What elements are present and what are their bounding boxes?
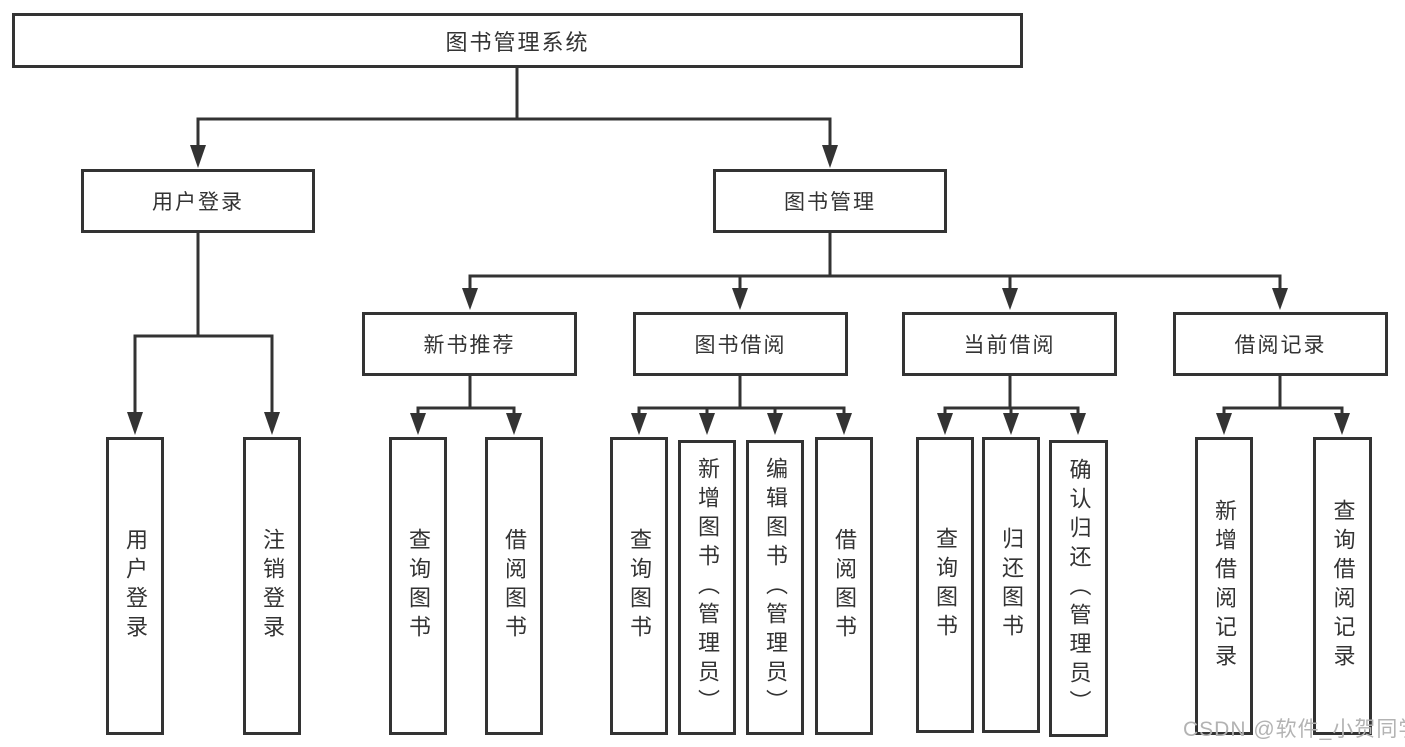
leaf-return-book: 归还图书 <box>982 437 1040 733</box>
leaf-add-borrow-record: 新增借阅记录 <box>1195 437 1253 735</box>
leaf-edit-book-admin: 编辑图书（管理员） <box>746 440 804 735</box>
leaf-query-books-2: 查询图书 <box>610 437 668 735</box>
node-book-borrow: 图书借阅 <box>633 312 848 376</box>
edge-borrow-records-children <box>1216 376 1350 435</box>
edge-current-borrow-children <box>937 376 1086 435</box>
leaf-user-login: 用户登录 <box>106 437 164 735</box>
node-current-borrow: 当前借阅 <box>902 312 1117 376</box>
node-new-book-recommend: 新书推荐 <box>362 312 577 376</box>
edge-root-to-level1 <box>190 68 838 168</box>
leaf-query-books-3: 查询图书 <box>916 437 974 733</box>
leaf-add-book-admin: 新增图书（管理员） <box>678 440 736 735</box>
node-book-management: 图书管理 <box>713 169 947 233</box>
leaf-borrow-books-1: 借阅图书 <box>485 437 543 735</box>
node-user-login: 用户登录 <box>81 169 315 233</box>
node-borrow-records: 借阅记录 <box>1173 312 1388 376</box>
node-root: 图书管理系统 <box>12 13 1023 68</box>
leaf-logout: 注销登录 <box>243 437 301 735</box>
edge-book-management-children <box>462 233 1288 310</box>
edge-user-login-children <box>127 233 280 435</box>
leaf-borrow-books-2: 借阅图书 <box>815 437 873 735</box>
edge-new-book-children <box>410 376 522 435</box>
leaf-confirm-return-admin: 确认归还（管理员） <box>1049 440 1108 737</box>
csdn-watermark: CSDN @软件_小贺同学 <box>1183 718 1405 741</box>
leaf-query-borrow-record: 查询借阅记录 <box>1313 437 1372 735</box>
edge-book-borrow-children <box>631 376 852 435</box>
leaf-query-books-1: 查询图书 <box>389 437 447 735</box>
